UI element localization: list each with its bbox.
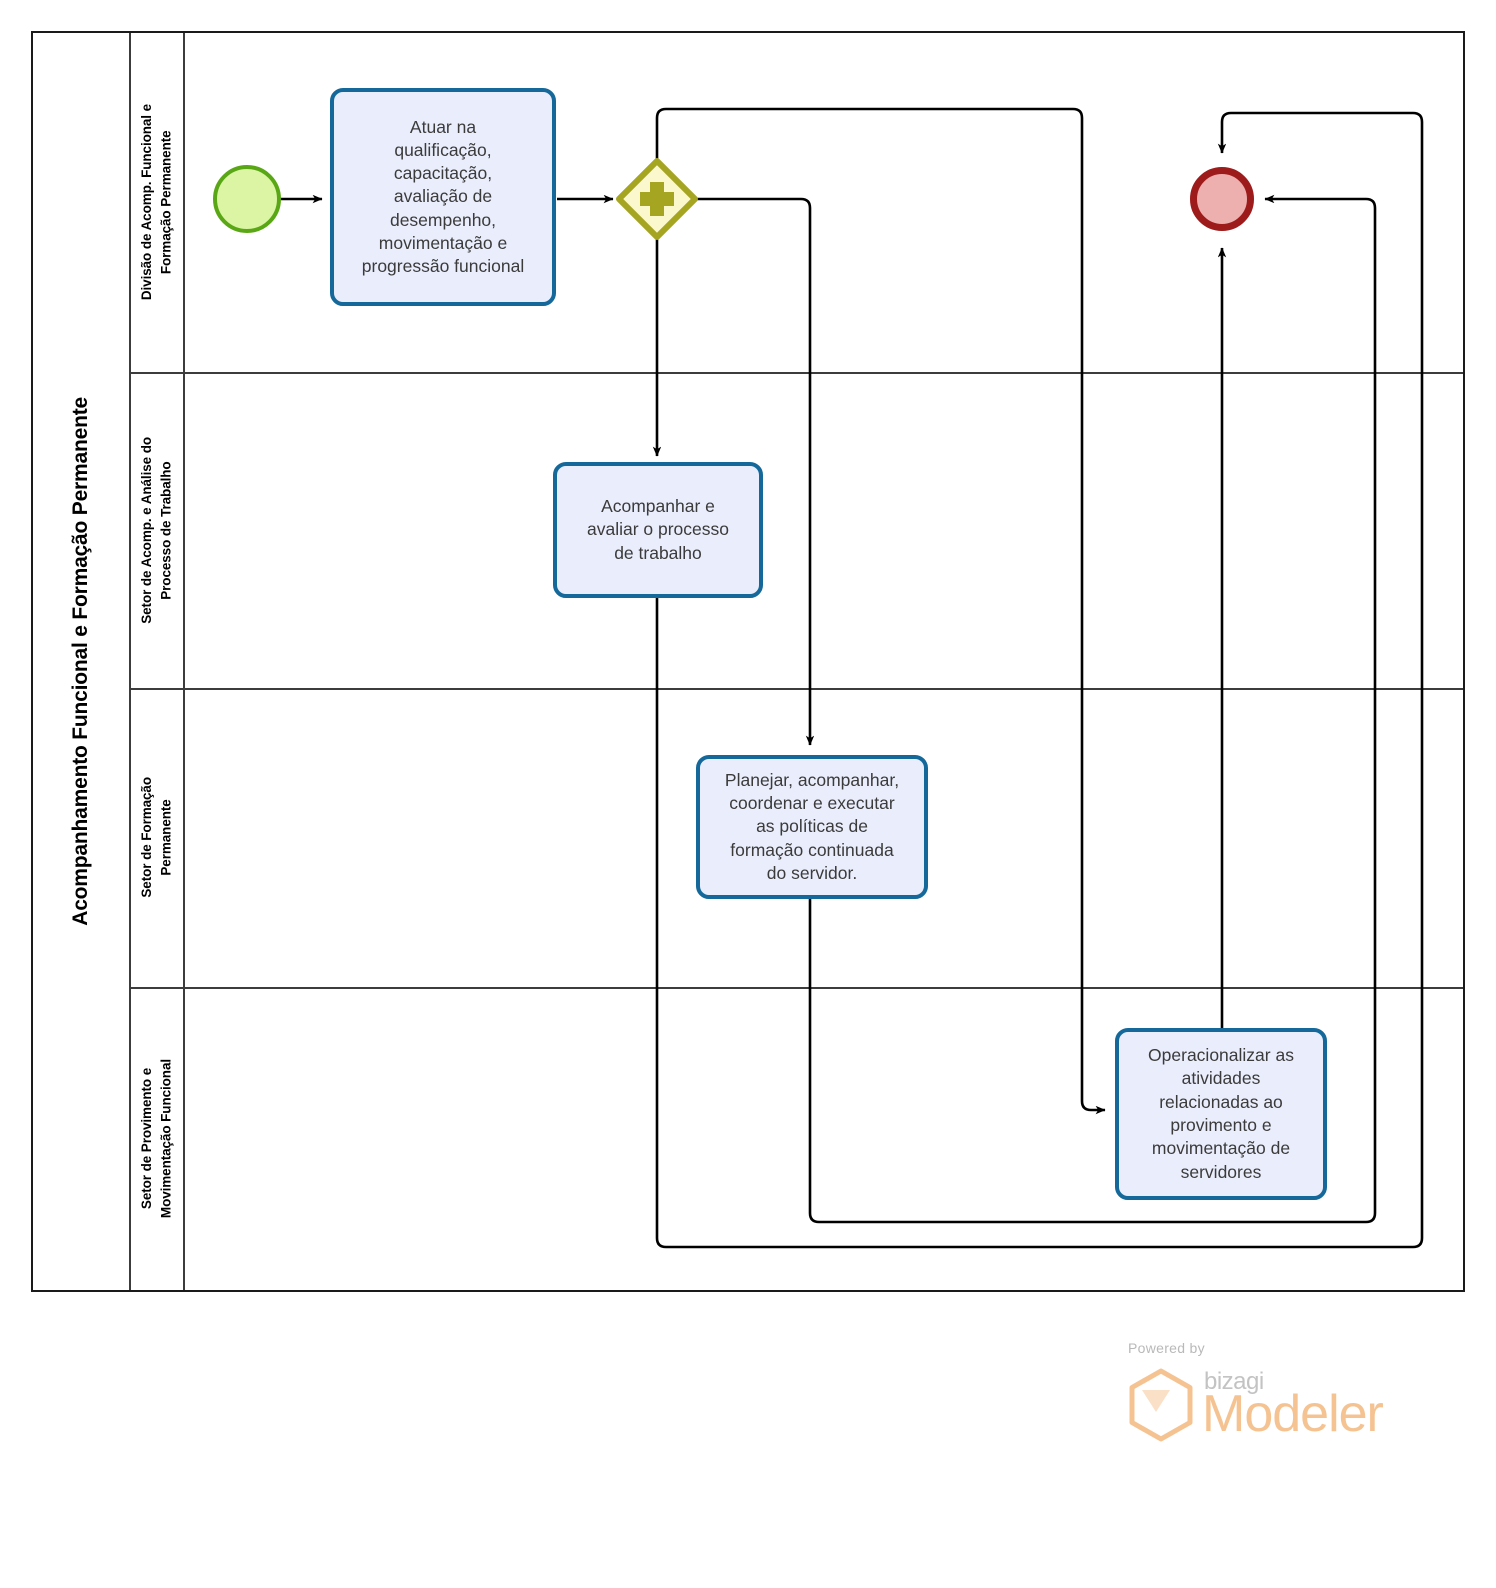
task-planejar[interactable]: Planejar, acompanhar, coordenar e execut…	[696, 755, 928, 899]
task-operacionalizar[interactable]: Operacionalizar as atividades relacionad…	[1115, 1028, 1327, 1200]
start-event[interactable]	[213, 165, 281, 233]
powered-by-label: Powered by	[1128, 1340, 1205, 1356]
flow-gateway-to-task3	[694, 197, 815, 746]
lane-divisao-header: Divisão de Acomp. Funcional e Formação P…	[131, 33, 185, 372]
lane-formacao[interactable]: Setor de Formação Permanente	[131, 688, 1463, 987]
lane-divisao[interactable]: Divisão de Acomp. Funcional e Formação P…	[131, 33, 1463, 372]
bizagi-modeler-logo: Powered by bizagi Modeler	[1128, 1340, 1388, 1450]
parallel-gateway[interactable]	[615, 157, 699, 241]
modeler-wordmark: Modeler	[1202, 1385, 1384, 1443]
lane-formacao-header: Setor de Formação Permanente	[131, 688, 185, 987]
lane-setor-acomp[interactable]: Setor de Acomp. e Análise do Processo de…	[131, 372, 1463, 688]
end-event[interactable]	[1190, 167, 1254, 231]
lane-provimento-header: Setor de Provimento e Movimentação Funci…	[131, 987, 185, 1290]
task-atuar[interactable]: Atuar na qualificação, capacitação, aval…	[330, 88, 556, 306]
lane-provimento[interactable]: Setor de Provimento e Movimentação Funci…	[131, 987, 1463, 1290]
flow-task2-to-end	[655, 111, 1424, 1249]
gateway-plus-icon	[640, 182, 674, 216]
lane-divider-3	[131, 987, 1463, 989]
pool-header: Acompanhamento Funcional e Formação Perm…	[33, 33, 131, 1290]
task-acompanhar[interactable]: Acompanhar e avaliar o processo de traba…	[553, 462, 763, 598]
lane-divider-2	[131, 688, 1463, 690]
flow-gateway-to-task4	[655, 107, 1106, 1115]
flow-task3-to-end	[808, 194, 1377, 1224]
lane-setor-acomp-header: Setor de Acomp. e Análise do Processo de…	[131, 372, 185, 688]
bizagi-hexagon-icon	[1128, 1368, 1194, 1447]
lane-divider-1	[131, 372, 1463, 374]
bizagi-wordmark: bizagi	[1204, 1368, 1264, 1395]
